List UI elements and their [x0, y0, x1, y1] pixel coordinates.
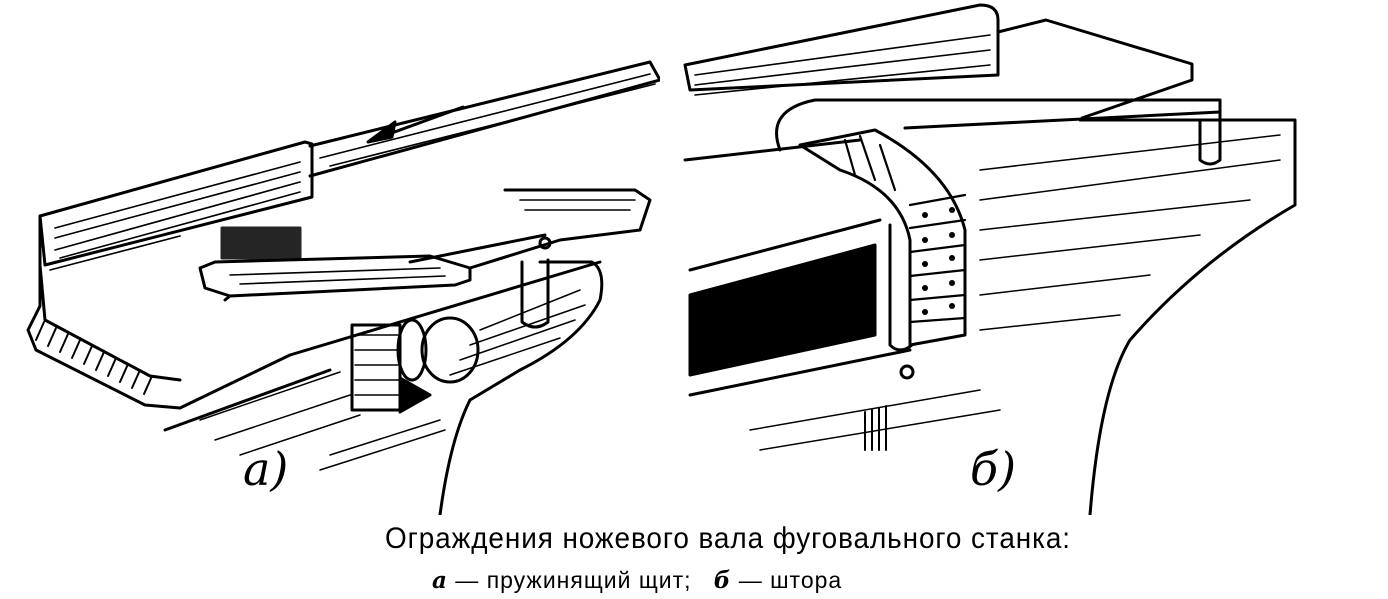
- jointer-shutter-guard-illustration: [683, 3, 1297, 515]
- legend-dash-b: —: [738, 567, 763, 593]
- legend-text-a: пружинящий щит;: [486, 567, 692, 593]
- panel-label-a: a): [243, 442, 289, 496]
- legend-dash-a: —: [455, 567, 480, 593]
- figure-caption-legend: а — пружинящий щит; б — штора: [432, 567, 842, 594]
- figure-panel-a: [0, 0, 660, 515]
- legend-key-a: а: [432, 567, 448, 594]
- rivet-dots: [922, 207, 955, 315]
- legend-text-b: штора: [770, 567, 843, 593]
- figure-panel-b: [680, 0, 1388, 515]
- figure-caption-title: Ограждения ножевого вала фуговального ст…: [385, 522, 1071, 555]
- panel-label-b: б): [970, 442, 1017, 496]
- legend-key-b: б: [713, 567, 732, 594]
- jointer-spring-guard-illustration: [26, 60, 660, 515]
